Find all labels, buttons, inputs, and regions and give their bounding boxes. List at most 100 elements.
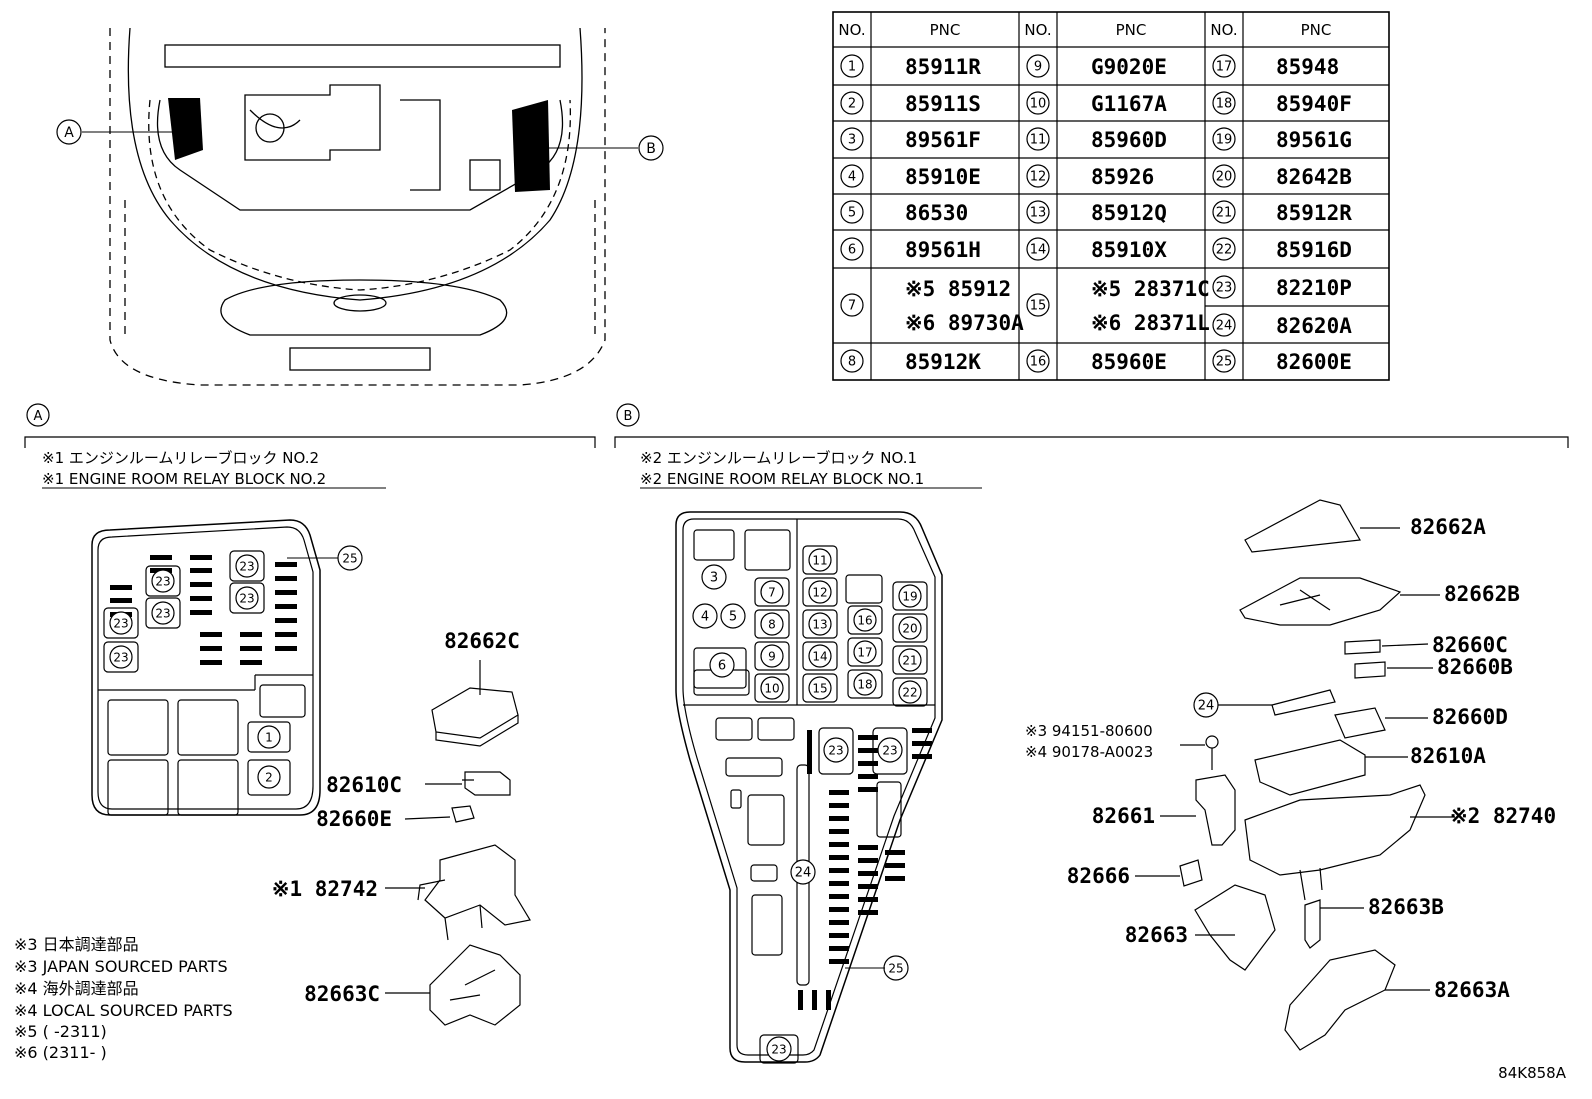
- table-no-19: 19: [1216, 133, 1233, 148]
- relay-box: [693, 647, 747, 689]
- relay-box: [744, 529, 791, 571]
- relay-box: [177, 759, 239, 816]
- fuse-16: 16: [857, 613, 872, 627]
- fuse-23-a-circle: [235, 554, 259, 578]
- fuse-bar: [826, 990, 831, 1010]
- section-b-title-jp: ※2 エンジンルームリレーブロック NO.1: [640, 449, 917, 467]
- fuse-9-circle: [760, 644, 784, 668]
- fuse-17-circle: [853, 640, 877, 664]
- fuse-bar: [858, 845, 878, 850]
- bolt-label-1: ※3 94151-80600: [1025, 722, 1153, 740]
- table-pnc-9: G9020E: [1091, 55, 1167, 79]
- fuse-11: 11: [812, 553, 827, 567]
- relay-box: [876, 781, 902, 838]
- table-no-3: 3: [848, 133, 856, 148]
- fuse-bar: [829, 933, 849, 938]
- fuse-19: 19: [902, 589, 917, 603]
- table-no-24: 24: [1216, 319, 1233, 334]
- fuse-13: 13: [812, 617, 827, 631]
- table-no-15: 15: [1030, 299, 1047, 314]
- fuse-17: 17: [857, 645, 872, 659]
- bracket-82661-shape: [1195, 774, 1236, 846]
- table-no-7-circle: [840, 293, 864, 317]
- part-82662c-label: 82662C: [444, 629, 520, 653]
- part-82663c-label: 82663C: [304, 982, 380, 1006]
- fuse-20: 20: [902, 621, 917, 635]
- vehicle-overview: [109, 27, 606, 386]
- table-pnc-23: 82210P: [1276, 276, 1352, 300]
- fuse-bar: [240, 660, 262, 665]
- fuse-bar: [885, 876, 905, 881]
- table-no-13-circle: [1026, 200, 1050, 224]
- fuse-23-a-circle: [109, 645, 133, 669]
- fuse-box: [847, 605, 883, 635]
- table-no-10: 10: [1030, 97, 1047, 112]
- housing-82740-shape: [1244, 784, 1426, 876]
- callout-b-label: B: [646, 141, 656, 157]
- table-pnc-12: 85926: [1091, 165, 1154, 189]
- table-no-5: 5: [848, 206, 856, 221]
- relay-block-a-location: [168, 98, 203, 160]
- table-pnc-24: 82620A: [1276, 314, 1352, 338]
- callout-a-label: A: [64, 125, 74, 141]
- callout-24-b-circle: [1193, 692, 1219, 718]
- fuse-6-circle: [709, 652, 735, 678]
- fuse-15-circle: [808, 676, 832, 700]
- callout-a-circle: [56, 119, 82, 145]
- table-header-pnc: PNC: [930, 21, 961, 39]
- fuse-9: 9: [768, 649, 776, 663]
- fuse-6: 6: [718, 659, 726, 674]
- fuse-bar: [829, 907, 849, 912]
- table-no-18: 18: [1216, 97, 1233, 112]
- fuse-22: 22: [902, 685, 917, 699]
- fuse-bar: [807, 756, 812, 774]
- table-header-no: NO.: [1024, 21, 1051, 39]
- bracket-82742-legs: [417, 879, 483, 941]
- table-pnc-11: 85960D: [1091, 128, 1167, 152]
- table-no-7: 7: [848, 299, 856, 314]
- table-no-13: 13: [1030, 206, 1047, 221]
- fuse-bar: [829, 790, 849, 795]
- part-82661-label: 82661: [1092, 804, 1155, 828]
- table-pnc-17: 85948: [1276, 55, 1339, 79]
- table-no-1-circle: [840, 54, 864, 78]
- table-pnc-14: 85910X: [1091, 238, 1167, 262]
- fuse-bar: [912, 728, 932, 733]
- relay-box: [725, 757, 783, 777]
- fuse-bar: [912, 754, 932, 759]
- relay-box: [107, 759, 169, 816]
- fuse-13-circle: [808, 612, 832, 636]
- part-82610a-label: 82610A: [1410, 744, 1486, 768]
- fuse-10: 10: [764, 681, 779, 695]
- cover-82662b-shape: [1239, 577, 1402, 626]
- table-pnc-8: 85912K: [905, 350, 981, 374]
- fuse-bar: [829, 829, 849, 834]
- table-pnc-25: 82600E: [1276, 350, 1352, 374]
- part-82610c-label: 82610C: [326, 773, 402, 797]
- cover-82662b-ribs: [1279, 589, 1331, 611]
- fuse-18-circle: [853, 672, 877, 696]
- table-no-9-circle: [1026, 54, 1050, 78]
- fuse-23-c-circle: [766, 1036, 792, 1062]
- fuse-3: 3: [710, 571, 718, 586]
- fuse-16-circle: [853, 608, 877, 632]
- relay-box: [845, 574, 883, 604]
- section-a-title-en: ※1 ENGINE ROOM RELAY BLOCK NO.2: [42, 470, 326, 488]
- part-82660e-shape: [451, 805, 475, 823]
- relay-box: [730, 789, 742, 809]
- fuse-box: [229, 550, 265, 582]
- table-no-23-circle: [1212, 275, 1236, 299]
- fuse-bar: [858, 761, 878, 766]
- table-no-21-circle: [1212, 200, 1236, 224]
- note-5: ※5 ( -2311): [14, 1022, 107, 1041]
- fuse-19-circle: [898, 584, 922, 608]
- bracket-82663c-shape: [429, 944, 521, 1026]
- relay-box: [750, 864, 778, 882]
- fuse-bar: [200, 646, 222, 651]
- table-no-10-circle: [1026, 91, 1050, 115]
- fuse-8-circle: [760, 612, 784, 636]
- fuse-2: 2: [265, 770, 273, 784]
